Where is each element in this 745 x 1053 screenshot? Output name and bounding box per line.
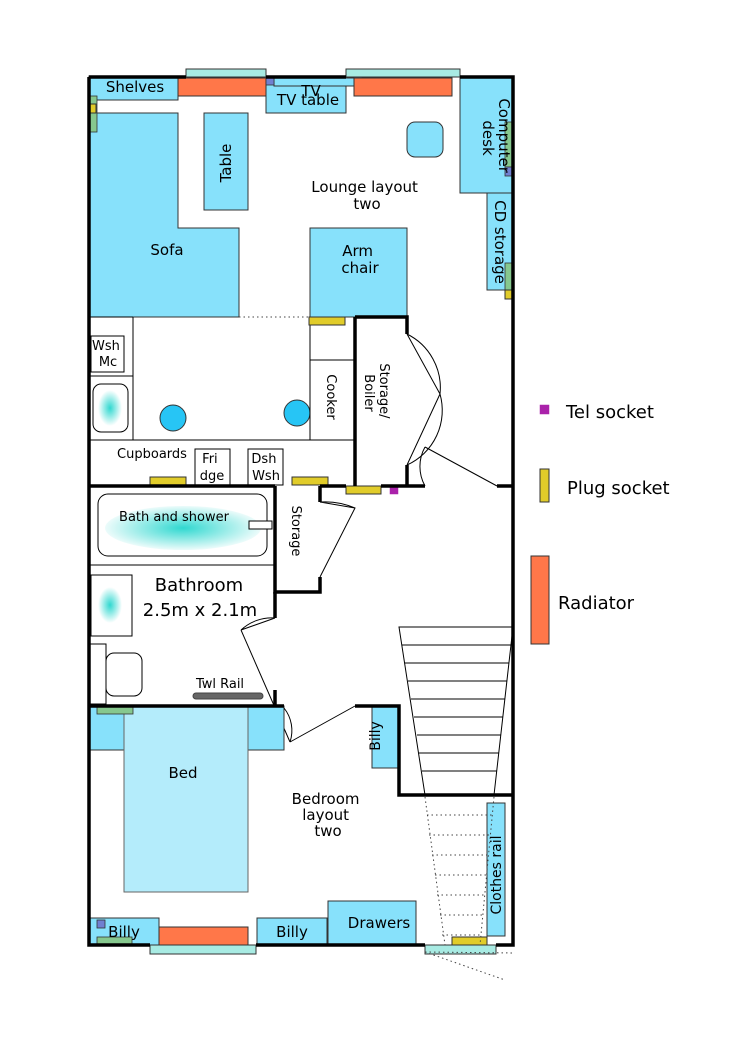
label-fridge-line-1: Fri <box>202 452 218 467</box>
label-drawers: Drawers <box>348 914 411 932</box>
legend-tel-socket-swatch <box>539 404 550 415</box>
label-bedroom-line-1: Bedroom <box>292 790 360 808</box>
label-computer-desk-line-1: Computer <box>495 98 513 173</box>
bath-basin <box>105 506 261 550</box>
label-arm-chair-line-2: chair <box>341 259 379 277</box>
hall-door <box>419 446 498 487</box>
storage-door <box>319 501 356 578</box>
label-computer-desk: Computer desk <box>479 98 513 177</box>
label-cd-storage: CD storage <box>491 200 509 284</box>
label-bedroom-line-2: layout <box>302 806 349 824</box>
window-bottom-right <box>424 944 497 955</box>
kitchen-sink-basin <box>98 390 122 426</box>
legend: Tel socket Plug socket Radiator <box>530 402 670 645</box>
radiator-lounge-left <box>177 77 267 97</box>
window-bottom-left <box>149 944 257 955</box>
label-bedroom: Bedroom layout two <box>292 790 365 840</box>
plug-bedroom <box>451 936 488 946</box>
staircase <box>398 626 514 796</box>
label-bed: Bed <box>168 764 197 782</box>
label-cooker: Cooker <box>323 374 338 420</box>
pouffe <box>406 121 444 158</box>
label-storage-boiler-line-1: Storage/ <box>376 363 391 419</box>
radiator-lounge-right <box>353 77 453 97</box>
label-clothes-rail: Clothes rail <box>489 835 505 914</box>
walls <box>87 75 515 947</box>
label-wsh-mc: Wsh Mc <box>92 339 124 370</box>
dishwasher <box>247 448 284 486</box>
billy-mid <box>256 917 328 946</box>
legend-plug-socket-swatch <box>539 468 550 503</box>
bathroom-sink-basin <box>98 587 122 623</box>
towel-rail <box>192 692 264 700</box>
label-arm-chair-line-1: Arm <box>342 242 373 260</box>
washing-machine <box>90 335 125 373</box>
label-storage-boiler-line-2: Boiler <box>361 374 376 412</box>
label-fridge-line-2: dge <box>200 469 225 484</box>
label-table: Table <box>217 144 235 184</box>
plug-kitchen-1 <box>149 476 187 486</box>
boiler-door-upper <box>406 333 441 395</box>
label-bedroom-line-3: two <box>314 822 341 840</box>
tel-socket-bed <box>96 919 106 929</box>
label-billy-mid: Billy <box>276 923 308 941</box>
label-computer-desk-line-2: desk <box>479 120 497 156</box>
legend-plug-socket-label: Plug socket <box>567 478 670 499</box>
label-lounge: Lounge layout two <box>311 178 422 213</box>
fridge <box>194 448 231 486</box>
hob-left <box>159 404 187 432</box>
label-bathroom: Bathroom <box>155 575 243 596</box>
window-top-right <box>345 68 461 78</box>
bed <box>123 705 249 893</box>
cooker <box>309 359 355 441</box>
bedside-right <box>247 705 285 751</box>
plug-cooker <box>308 316 346 326</box>
radiator-bedroom <box>158 926 249 946</box>
label-wsh-mc-line-2: Mc <box>99 355 117 370</box>
arm-chair <box>309 227 408 318</box>
toilet-cistern <box>88 643 107 705</box>
label-tv: TV <box>300 82 321 100</box>
bedroom-window-opening <box>424 951 516 981</box>
label-twl-rail: Twl Rail <box>195 677 244 692</box>
label-sofa: Sofa <box>150 241 183 259</box>
label-storage: Storage <box>288 506 303 557</box>
label-dsh-wsh: Dsh Wsh <box>251 452 280 484</box>
tv-table <box>265 83 347 114</box>
label-wsh-mc-line-1: Wsh <box>92 339 120 354</box>
label-fridge: Fri dge <box>200 452 225 484</box>
bath-tap <box>248 520 273 530</box>
legend-radiator-swatch <box>530 555 550 645</box>
label-tv-table: TV table <box>276 91 339 109</box>
label-storage-boiler: Storage/ Boiler <box>361 363 391 422</box>
label-lounge-line-1: Lounge layout <box>311 178 418 196</box>
label-billy-left: Billy <box>108 923 140 941</box>
label-bathroom-size: 2.5m x 2.1m <box>143 600 257 621</box>
table <box>203 112 249 211</box>
drawers <box>327 900 417 946</box>
bedroom-door <box>283 705 356 743</box>
label-cupboards: Cupboards <box>117 447 187 462</box>
label-arm-chair: Arm chair <box>341 242 379 277</box>
boiler-door-lower <box>406 393 443 466</box>
hob-right <box>283 399 311 427</box>
toilet-bowl <box>105 652 143 697</box>
label-shelves: Shelves <box>106 78 165 96</box>
label-billy-stairs: Billy <box>368 721 384 751</box>
plug-kitchen-2 <box>291 476 329 486</box>
label-dsh-wsh-line-1: Dsh <box>251 452 276 467</box>
label-bath-shower: Bath and shower <box>119 510 230 525</box>
label-lounge-line-2: two <box>353 195 380 213</box>
plug-hall <box>345 485 382 495</box>
staircase-below <box>424 796 495 946</box>
legend-radiator-label: Radiator <box>558 593 635 614</box>
window-top-left <box>185 68 267 78</box>
legend-tel-socket-label: Tel socket <box>565 402 654 423</box>
label-dsh-wsh-line-2: Wsh <box>252 469 280 484</box>
